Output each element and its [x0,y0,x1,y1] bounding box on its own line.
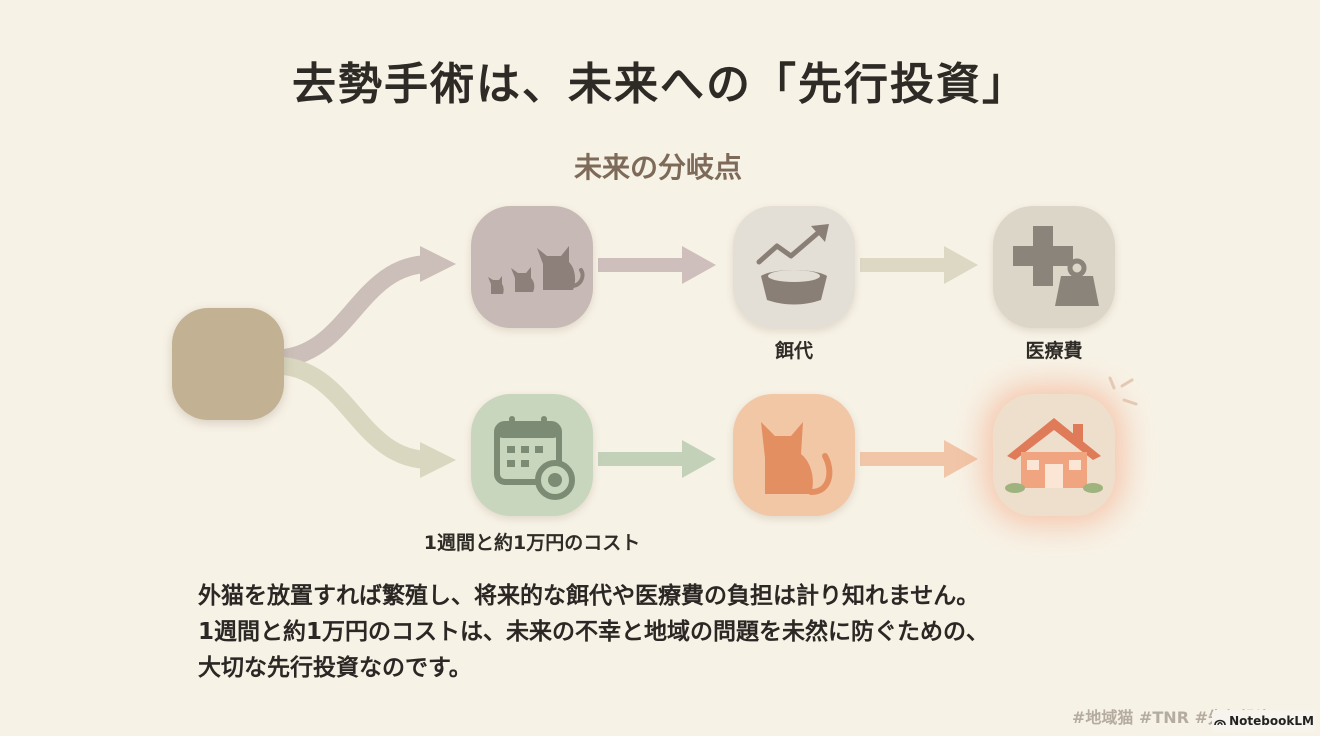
arrow-lower-2-head [944,440,978,478]
branch-upper [275,255,439,367]
branch-lower-arrowhead [420,442,456,478]
explanation-line: 外猫を放置すれば繁殖し、将来的な餌代や医療費の負担は計り知れません。 [198,583,980,609]
cat-icon [761,422,833,495]
arrow-upper-2-shaft [860,258,946,272]
cats-family-icon [488,246,585,294]
calendar-clock-icon [494,416,575,500]
medical-cross-weight-icon [1013,226,1099,306]
arrow-lower-1-head [682,440,716,478]
sparkle-lines [1108,376,1138,406]
arrow-lower-2-shaft [860,452,946,466]
notebooklm-logo-icon [1214,719,1226,726]
medical-node [993,206,1115,328]
explanation-line: 1週間と約1万円のコストは、未来の不幸と地域の問題を未然に防ぐための、 [198,619,990,645]
home-node [993,394,1115,516]
cats-family-node [471,206,593,328]
cat-node [733,394,855,516]
branch-lower [275,357,439,469]
arrow-lower-1-shaft [598,452,684,466]
branch-upper-arrowhead [420,246,456,282]
explanation-text: 外猫を放置すれば繁殖し、将来的な餌代や医療費の負担は計り知れません。 1週間と約… [198,578,1198,686]
diagram-subtitle: 未来の分岐点 [573,151,742,184]
medical-cost-label: 医療費 [1025,340,1083,362]
explanation-line: 大切な先行投資なのです。 [198,655,472,681]
bowl-trend-node [733,206,855,328]
start-node [172,308,284,420]
page-title: 去勢手術は、未来への「先行投資」 [292,59,1028,110]
calendar-node [471,394,593,516]
arrow-upper-1-shaft [598,258,684,272]
surgery-cost-label: 1週間と約1万円のコスト [423,532,641,554]
notebooklm-badge: NotebookLM [1212,710,1316,732]
house-icon [1005,418,1103,493]
bowl-trend-icon [756,224,829,305]
feed-cost-label: 餌代 [774,340,813,362]
arrow-upper-2-head [944,246,978,284]
arrow-upper-1-head [682,246,716,284]
